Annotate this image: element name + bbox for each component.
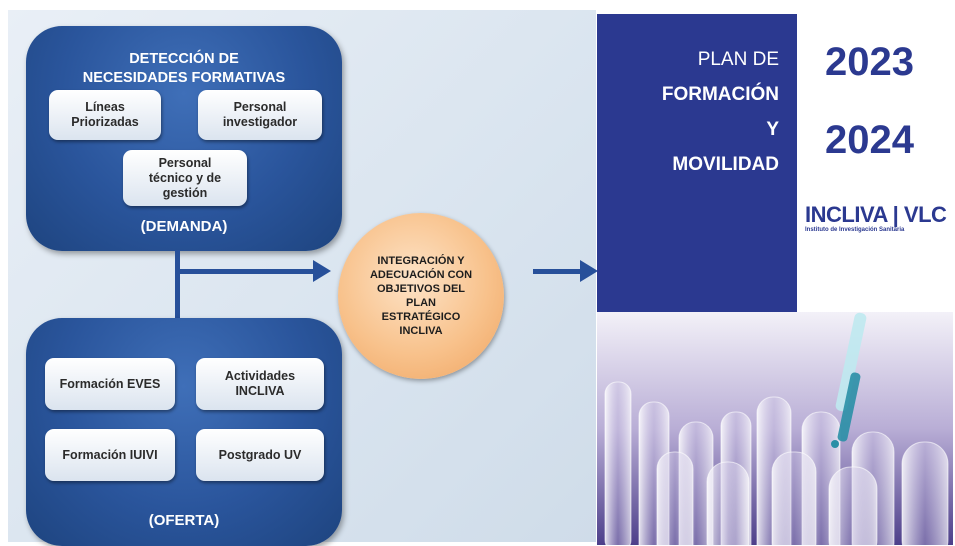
offer-item-actividades: Actividades INCLIVA — [196, 358, 324, 410]
arrow-head-to-circle — [313, 260, 331, 282]
demand-box: DETECCIÓN DE NECESIDADES FORMATIVAS Líne… — [26, 26, 342, 251]
demand-footer: (DEMANDA) — [140, 218, 228, 235]
plan-line-4: MOVILIDAD — [672, 154, 779, 175]
vertical-connector — [175, 250, 180, 320]
arrow-head-to-plan — [580, 260, 598, 282]
demand-title-line2: NECESIDADES FORMATIVAS — [82, 70, 286, 86]
demand-title-line1: DETECCIÓN DE — [129, 51, 239, 67]
offer-footer: (OFERTA) — [148, 512, 220, 529]
plan-title-panel: PLAN DE FORMACIÓN Y MOVILIDAD — [597, 14, 797, 312]
demand-item-lineas: Líneas Priorizadas — [49, 90, 161, 140]
demand-item-personal-investigador: Personal investigador — [198, 90, 322, 140]
plan-line-2: FORMACIÓN — [661, 84, 779, 105]
plan-line-1: PLAN DE — [697, 49, 779, 70]
integration-circle: INTEGRACIÓN Y ADECUACIÓN CON OBJETIVOS D… — [338, 213, 504, 379]
plan-line-3: Y — [766, 119, 779, 140]
right-edge-strip — [953, 0, 955, 545]
years-panel: 2023 2024 INCLIVA | VLC Instituto de Inv… — [797, 14, 955, 312]
connector-to-circle — [178, 269, 314, 274]
year-2024: 2024 — [825, 118, 914, 162]
lab-test-tubes-photo — [597, 312, 955, 545]
incliva-logo: INCLIVA | VLC — [805, 202, 947, 227]
offer-item-eves: Formación EVES — [45, 358, 175, 410]
integration-text: INTEGRACIÓN Y ADECUACIÓN CON OBJETIVOS D… — [369, 255, 473, 337]
diagram-panel: DETECCIÓN DE NECESIDADES FORMATIVAS Líne… — [8, 10, 598, 546]
demand-item-personal-tecnico: Personal técnico y de gestión — [123, 150, 247, 206]
year-2023: 2023 — [825, 40, 914, 84]
connector-to-plan — [533, 269, 581, 274]
offer-item-postgrado: Postgrado UV — [196, 429, 324, 481]
test-tubes-illustration — [597, 312, 955, 545]
offer-box: Formación EVES Actividades INCLIVA Forma… — [26, 318, 342, 546]
incliva-logo-subtitle: Instituto de Investigación Sanitaria — [805, 227, 905, 233]
offer-item-iuivi: Formación IUIVI — [45, 429, 175, 481]
